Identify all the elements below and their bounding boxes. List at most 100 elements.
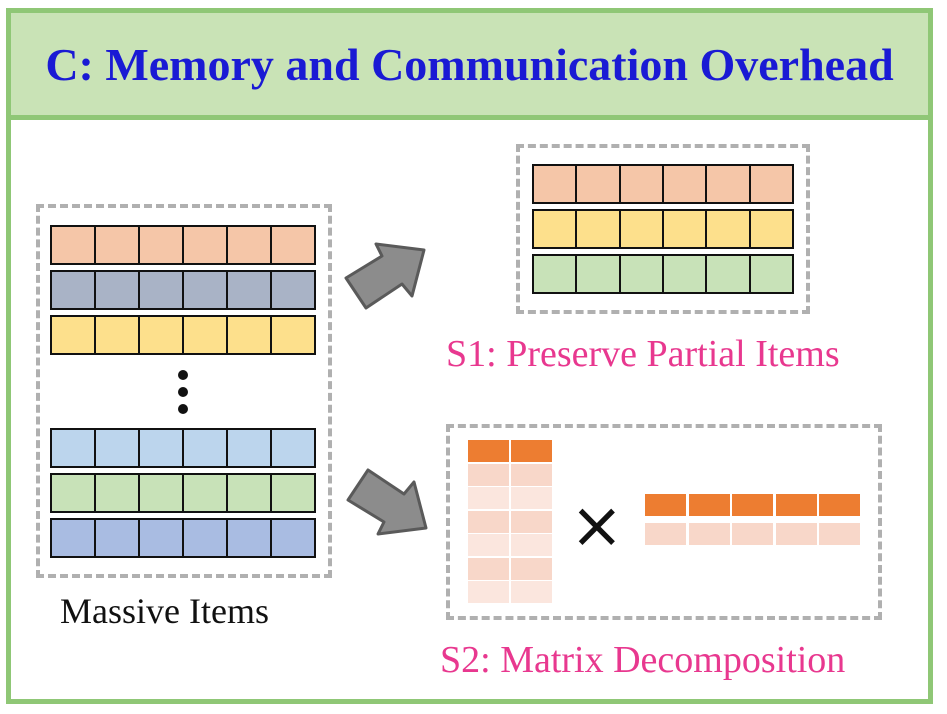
item-cell (534, 256, 578, 292)
s1-label: S1: Preserve Partial Items (446, 333, 840, 375)
ellipsis-dot (178, 387, 188, 397)
item-cell (577, 256, 621, 292)
arrow-up-right-icon (344, 242, 426, 310)
factor-a-cell (511, 487, 552, 509)
item-cell (184, 475, 228, 511)
factor-a-cell (468, 440, 509, 462)
item-cell (707, 256, 751, 292)
item-cell (664, 166, 708, 202)
item-cell (184, 430, 228, 466)
factor-b-cell (732, 523, 773, 545)
item-cell (96, 272, 140, 308)
item-cell (184, 227, 228, 263)
s1-item-row (532, 164, 794, 204)
factor-b-cell (688, 494, 730, 516)
factor-a-cell (468, 534, 509, 556)
factor-a-cell (511, 534, 552, 556)
item-cell (52, 272, 96, 308)
factor-b-cell (775, 523, 817, 545)
s1-item-row (532, 209, 794, 249)
multiply-sign: × (570, 489, 624, 563)
factor-a-cell (511, 510, 552, 533)
item-cell (621, 256, 664, 292)
factor-a-cell (468, 463, 509, 486)
factor-b-cell (688, 523, 730, 545)
item-cell (577, 211, 621, 247)
factor-a-cell (468, 487, 509, 509)
item-cell (96, 227, 140, 263)
item-cell (184, 272, 228, 308)
item-cell (707, 211, 751, 247)
item-cell (272, 520, 314, 556)
item-cell (228, 317, 272, 353)
item-cell (272, 317, 314, 353)
item-cell (52, 227, 96, 263)
item-cell (52, 317, 96, 353)
item-cell (140, 520, 184, 556)
item-cell (272, 475, 314, 511)
s2-label: S2: Matrix Decomposition (440, 639, 846, 681)
item-cell (272, 272, 314, 308)
item-cell (228, 227, 272, 263)
item-cell (751, 166, 792, 202)
item-cell (140, 227, 184, 263)
item-cell (140, 430, 184, 466)
item-cell (751, 211, 792, 247)
item-cell (52, 520, 96, 556)
item-cell (228, 430, 272, 466)
factor-b-cell (819, 494, 860, 516)
item-cell (621, 211, 664, 247)
item-cell (534, 166, 578, 202)
item-cell (228, 520, 272, 556)
factor-a-cell (468, 557, 509, 580)
massive-items-label: Massive Items (60, 591, 269, 631)
panel-title: C: Memory and Communication Overhead (45, 38, 894, 90)
ellipsis-dot (178, 404, 188, 414)
item-cell (140, 272, 184, 308)
item-cell (664, 256, 708, 292)
factor-a-cell (511, 463, 552, 486)
item-cell (96, 430, 140, 466)
factor-b-cell (645, 494, 686, 516)
item-cell (751, 256, 792, 292)
factor-a-cell (511, 440, 552, 462)
item-cell (96, 475, 140, 511)
item-cell (272, 227, 314, 263)
item-cell (96, 520, 140, 556)
item-cell (52, 475, 96, 511)
item-cell (52, 430, 96, 466)
item-row (50, 225, 316, 265)
factor-a-cell (511, 557, 552, 580)
item-cell (228, 475, 272, 511)
item-cell (272, 430, 314, 466)
item-row (50, 428, 316, 468)
item-cell (664, 211, 708, 247)
item-cell (140, 475, 184, 511)
title-bar: C: Memory and Communication Overhead (6, 8, 933, 120)
s1-box (516, 144, 810, 314)
factor-b-cell (819, 523, 860, 545)
arrow-down-right-icon (346, 468, 428, 536)
item-cell (577, 166, 621, 202)
item-row (50, 518, 316, 558)
item-cell (534, 211, 578, 247)
s1-item-row (532, 254, 794, 294)
item-cell (96, 317, 140, 353)
item-cell (140, 317, 184, 353)
item-row (50, 315, 316, 355)
factor-a-cell (511, 581, 552, 603)
factor-b-cell (645, 523, 686, 545)
ellipsis-dot (178, 370, 188, 380)
item-cell (184, 317, 228, 353)
item-cell (707, 166, 751, 202)
item-row (50, 473, 316, 513)
item-cell (184, 520, 228, 556)
item-row (50, 270, 316, 310)
item-cell (228, 272, 272, 308)
factor-a-cell (468, 581, 509, 603)
factor-b-cell (732, 494, 773, 516)
factor-a-cell (468, 510, 509, 533)
factor-b-cell (775, 494, 817, 516)
item-cell (621, 166, 664, 202)
s2-box (446, 424, 882, 620)
